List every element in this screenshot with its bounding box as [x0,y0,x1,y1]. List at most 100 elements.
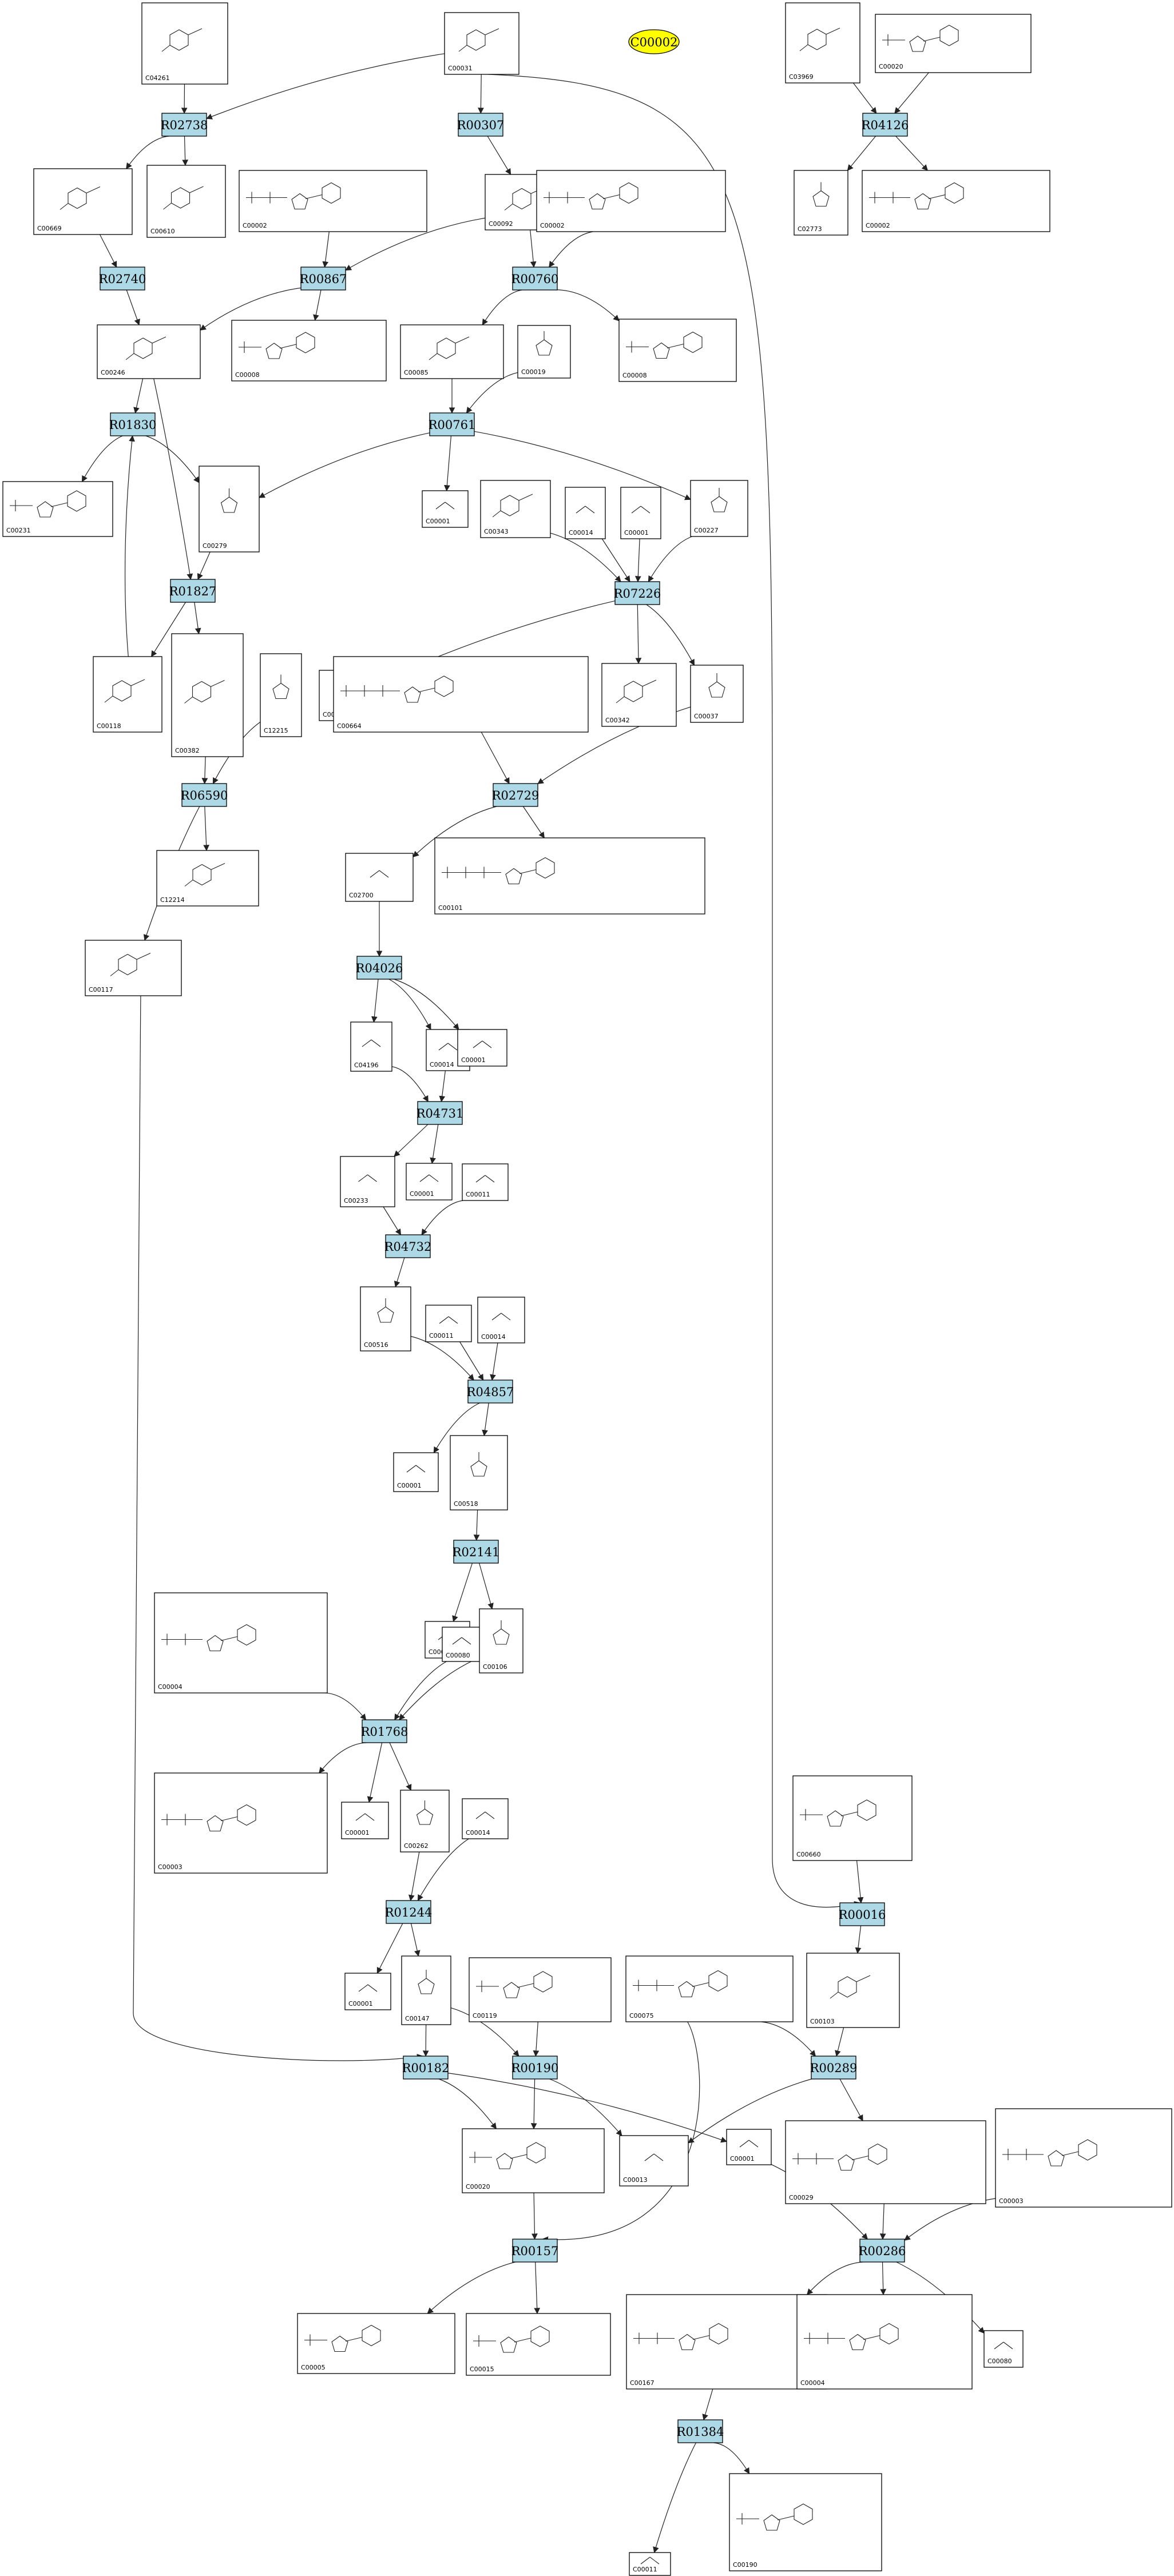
compound-node-C03969[interactable]: C03969 [785,2,860,84]
compound-node-C00001[interactable]: C00001 [620,487,661,539]
compound-node-C02700[interactable]: C02700 [345,853,414,902]
reaction-node-R01244[interactable]: R01244 [385,1900,433,1924]
compound-node-C00147[interactable]: C00147 [401,1955,451,2025]
reaction-node-R04857[interactable]: R04857 [467,1380,514,1404]
reaction-node-R01384[interactable]: R01384 [677,2419,724,2443]
reaction-node-R07226[interactable]: R07226 [614,581,661,605]
compound-node-C04261[interactable]: C04261 [141,2,228,85]
compound-node-C00003[interactable]: C00003 [154,1772,328,1874]
compound-node-C00117[interactable]: C00117 [85,940,182,996]
reaction-node-R00190[interactable]: R00190 [511,2056,559,2080]
structure-sketch [370,870,389,878]
compound-node-C00080[interactable]: C00080 [983,2330,1024,2368]
compound-node-C00382[interactable]: C00382 [171,633,244,757]
reaction-node-R00760[interactable]: R00760 [511,267,559,291]
reaction-node-R04126[interactable]: R04126 [862,113,909,137]
compound-node-C00516[interactable]: C00516 [360,1286,411,1351]
compound-node-C00014[interactable]: C00014 [462,1798,509,1839]
reaction-node-R01827[interactable]: R01827 [169,579,217,603]
compound-id-label: C00231 [6,527,31,534]
compound-node-C00118[interactable]: C00118 [93,656,162,733]
reaction-node-R02740[interactable]: R02740 [99,267,146,291]
compound-node-C00080[interactable]: C00080 [442,1627,482,1662]
reaction-node-R00016[interactable]: R00016 [839,1902,886,1926]
compound-node-C00037[interactable]: C00037 [690,665,744,723]
compound-node-C00167[interactable]: C00167 [626,2294,827,2390]
compound-node-C00013[interactable]: C00013 [619,2135,689,2187]
compound-node-C12215[interactable]: C12215 [260,653,302,737]
reaction-node-R00307[interactable]: R00307 [457,113,505,137]
compound-node-C02773[interactable]: C02773 [794,170,848,236]
compound-node-C00011[interactable]: C00011 [425,1305,472,1342]
compound-node-C00011[interactable]: C00011 [629,2552,671,2576]
compound-node-C00001[interactable]: C00001 [393,1452,439,1492]
compound-node-C00190[interactable]: C00190 [729,2473,882,2571]
compound-node-C00008[interactable]: C00008 [231,320,387,381]
compound-node-C00342[interactable]: C00342 [601,663,677,727]
compound-node-C00029[interactable]: C00029 [785,2120,986,2204]
compound-node-C00103[interactable]: C00103 [806,1953,900,2028]
reaction-node-R04732[interactable]: R04732 [384,1234,432,1258]
compound-node-C00019[interactable]: C00019 [517,325,571,379]
compound-node-C00518[interactable]: C00518 [450,1435,508,1510]
reaction-node-R02738[interactable]: R02738 [161,113,208,137]
reaction-node-R00867[interactable]: R00867 [300,267,347,291]
reaction-node-R02729[interactable]: R02729 [492,783,540,807]
compound-node-C00085[interactable]: C00085 [400,324,504,379]
compound-node-C00004[interactable]: C00004 [154,1592,328,1694]
structure-sketch [492,494,533,518]
compound-node-C00011[interactable]: C00011 [462,1163,509,1201]
reaction-node-R06590[interactable]: R06590 [181,783,228,807]
compound-node-C00610[interactable]: C00610 [146,165,226,238]
compound-node-C00660[interactable]: C00660 [792,1775,913,1861]
reaction-node-R00761[interactable]: R00761 [429,412,476,436]
reaction-node-R04731[interactable]: R04731 [417,1101,464,1125]
compound-node-C04196[interactable]: C04196 [350,1021,392,1072]
compound-node-C00001[interactable]: C00001 [726,2129,772,2165]
compound-node-C00020[interactable]: C00020 [462,2128,605,2193]
compound-node-C00075[interactable]: C00075 [625,1955,794,2022]
compound-node-C12214[interactable]: C12214 [156,850,259,907]
compound-node-C00101[interactable]: C00101 [434,837,705,915]
edge-r24>c64 [427,2261,515,2314]
compound-node-C00020[interactable]: C00020 [875,14,1032,73]
compound-node-C00002[interactable]: C00002 [536,170,726,232]
highlight-compound-ellipse[interactable]: C00002 [628,29,680,54]
compound-node-C00003[interactable]: C00003 [995,2108,1172,2208]
compound-node-C00227[interactable]: C00227 [690,480,748,537]
compound-node-C00008[interactable]: C00008 [618,319,737,382]
compound-node-C00001[interactable]: C00001 [344,1973,391,2010]
compound-node-C00669[interactable]: C00669 [33,168,133,235]
reaction-node-R00289[interactable]: R00289 [810,2056,858,2080]
compound-node-C00001[interactable]: C00001 [457,1029,507,1067]
compound-node-C00015[interactable]: C00015 [466,2313,611,2376]
compound-node-C00005[interactable]: C00005 [297,2313,455,2374]
compound-node-C00002[interactable]: C00002 [239,170,427,232]
compound-node-C00233[interactable]: C00233 [340,1156,395,1207]
compound-node-C00001[interactable]: C00001 [406,1163,453,1200]
compound-node-C00262[interactable]: C00262 [400,1790,450,1853]
reaction-node-R00182[interactable]: R00182 [402,2056,450,2080]
compound-node-C00001[interactable]: C00001 [422,490,469,528]
structure-sketch [418,1970,435,1994]
compound-node-C00279[interactable]: C00279 [199,466,260,552]
reaction-node-R01830[interactable]: R01830 [109,412,157,436]
compound-node-C00002[interactable]: C00002 [862,170,1050,232]
compound-node-C00004[interactable]: C00004 [796,2294,973,2390]
compound-node-C00014[interactable]: C00014 [477,1297,525,1343]
reaction-node-R02141[interactable]: R02141 [453,1540,500,1564]
compound-node-C00246[interactable]: C00246 [97,324,201,379]
reaction-node-R01768[interactable]: R01768 [361,1719,408,1743]
compound-node-C00001[interactable]: C00001 [341,1802,389,1839]
compound-node-C00343[interactable]: C00343 [480,480,551,538]
reaction-node-R04026[interactable]: R04026 [356,956,403,980]
compound-node-C00119[interactable]: C00119 [469,1957,612,2022]
compound-node-C00014[interactable]: C00014 [565,487,606,539]
compound-node-C00231[interactable]: C00231 [2,481,113,537]
compound-node-C00106[interactable]: C00106 [479,1608,523,1673]
compound-node-C00664[interactable]: C00664 [333,656,589,733]
edge-c42>r15 [490,1342,498,1381]
reaction-node-R00286[interactable]: R00286 [859,2239,906,2263]
reaction-node-R00157[interactable]: R00157 [511,2239,559,2263]
compound-node-C00031[interactable]: C00031 [444,12,519,75]
